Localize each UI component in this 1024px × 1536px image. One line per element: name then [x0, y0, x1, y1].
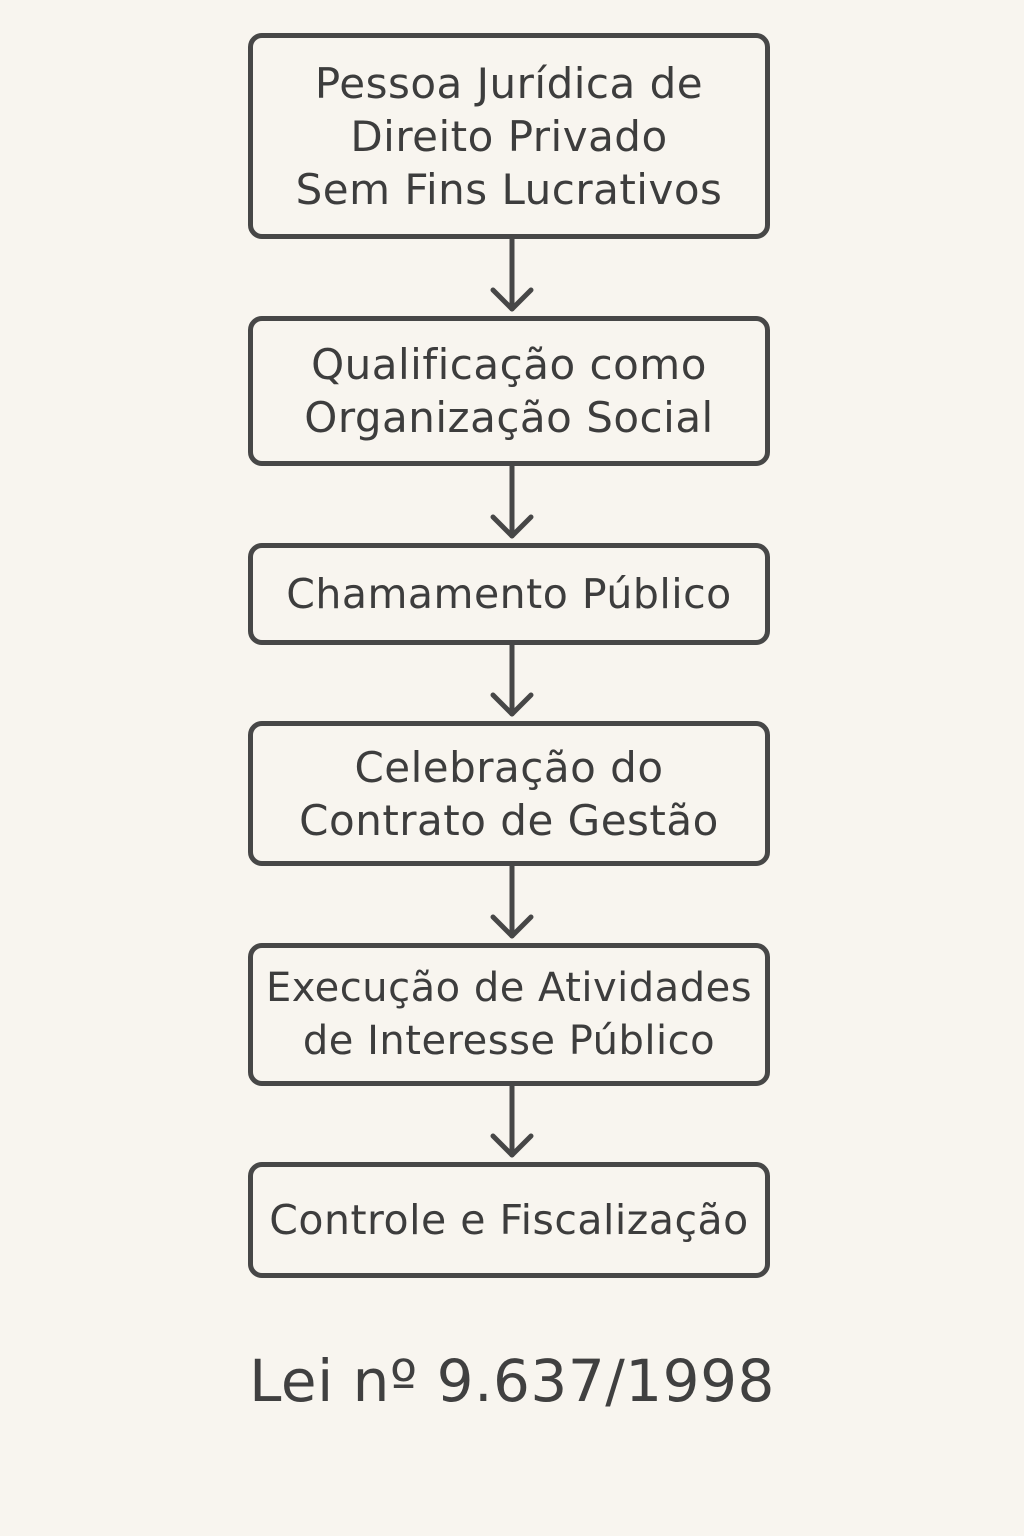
arrow-4-to-5 [490, 863, 534, 939]
step-4-line-2: Contrato de Gestão [299, 795, 719, 845]
step-execucao-box: Execução de Atividades de Interesse Públ… [248, 943, 770, 1086]
step-chamamento-box: Chamamento Público [248, 543, 770, 645]
step-1-line-2: Direito Privado [350, 111, 668, 161]
step-2-line-2: Organização Social [304, 393, 714, 442]
step-1-line-1: Pessoa Jurídica de [314, 58, 704, 108]
arrow-5-to-6 [490, 1083, 534, 1158]
step-1-line-3: Sem Fins Lucrativos [295, 164, 723, 214]
law-reference: Lei nº 9.637/1998 [249, 1347, 775, 1415]
step-pessoa-juridica-box: Pessoa Jurídica de Direito Privado Sem F… [248, 33, 770, 239]
step-2-line-1: Qualificação como [311, 340, 707, 389]
step-qualificacao-box: Qualificação como Organização Social [248, 316, 770, 466]
step-5-line-1: Execução de Atividades [265, 964, 753, 1011]
step-3-line-1: Chamamento Público [286, 569, 732, 618]
arrow-3-to-4 [490, 642, 534, 717]
arrow-2-to-3 [490, 463, 534, 539]
step-celebracao-box: Celebração do Contrato de Gestão [248, 721, 770, 866]
step-6-line-1: Controle e Fiscalização [269, 1195, 749, 1244]
step-4-line-1: Celebração do [354, 742, 664, 792]
arrow-1-to-2 [490, 236, 534, 312]
step-controle-box: Controle e Fiscalização [248, 1162, 770, 1278]
step-5-line-2: de Interesse Público [302, 1017, 716, 1064]
